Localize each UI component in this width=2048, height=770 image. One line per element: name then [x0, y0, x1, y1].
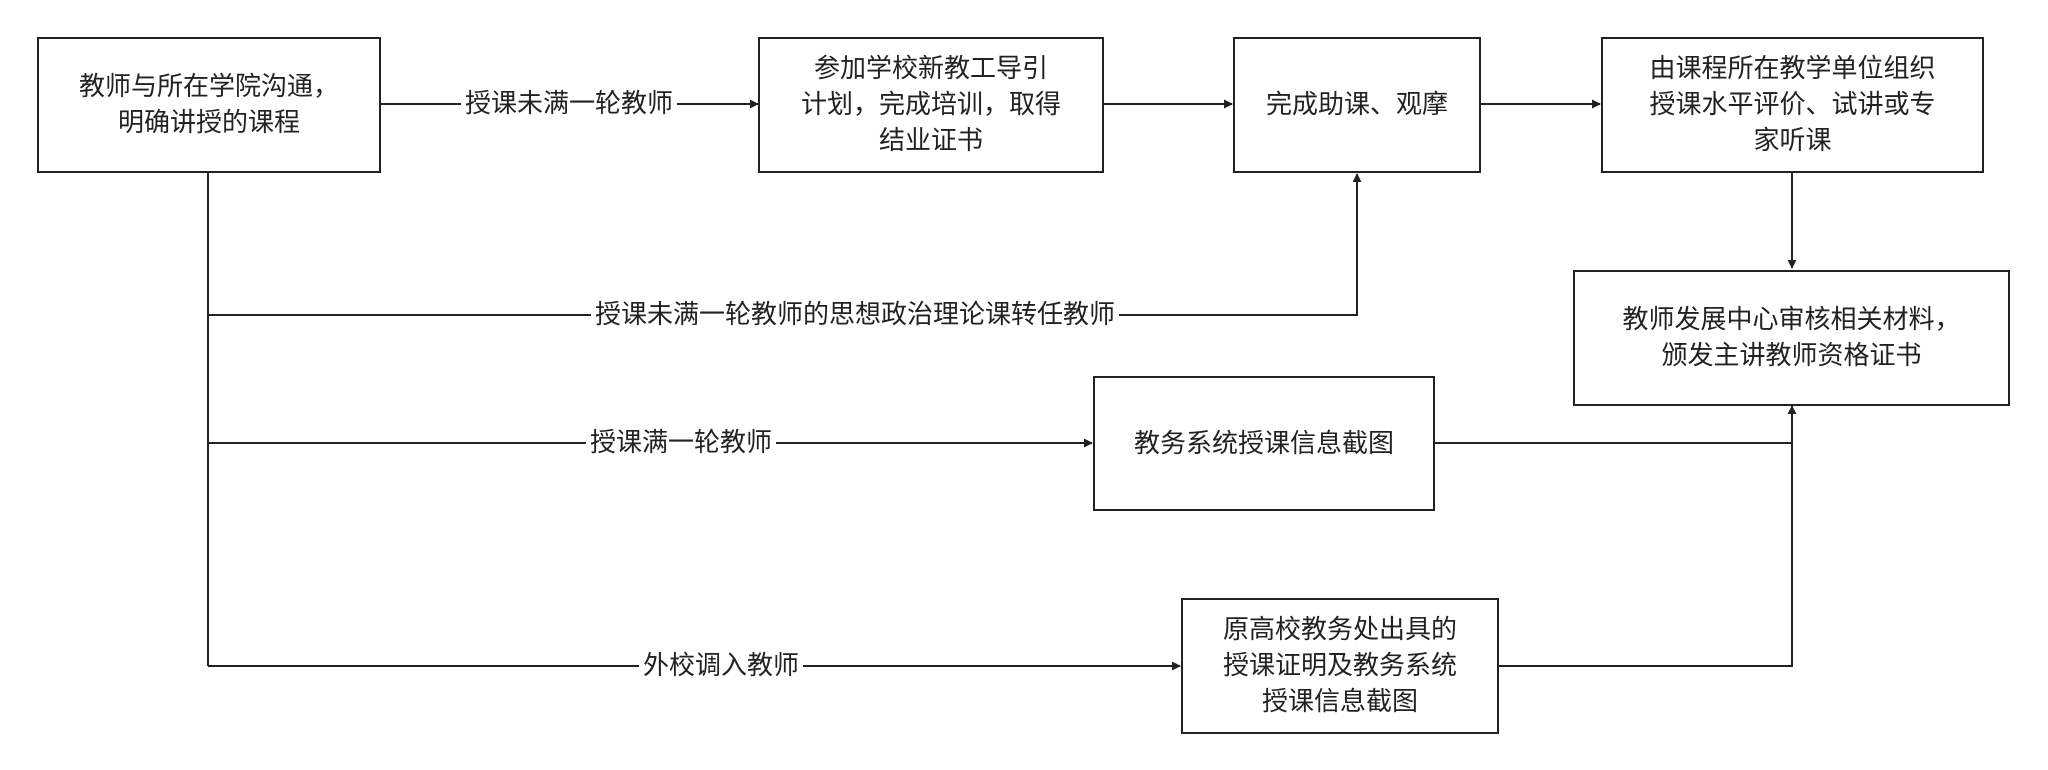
node-assist-line-1: 完成助课、观摩 — [1265, 90, 1448, 120]
edge-label-new-teacher: 授课未满一轮教师 — [460, 88, 678, 120]
edge-label-full-round: 授课满一轮教师 — [585, 427, 777, 459]
node-screenshot-line-1: 教务系统授课信息截图 — [1133, 428, 1394, 459]
node-assist: 完成助课、观摩 — [1233, 37, 1481, 173]
edge-political-to-assist — [208, 173, 1362, 316]
node-start-line-1: 教师与所在学院沟通， — [78, 72, 339, 102]
node-transfer-proof-line-2: 授课证明及教务系统 — [1222, 651, 1457, 681]
edge-proof-to-review — [1498, 405, 1797, 667]
node-transfer-proof: 原高校教务处出具的 授课证明及教务系统 授课信息截图 — [1181, 598, 1499, 734]
node-evaluation-line-2: 授课水平评价、试讲或专 — [1649, 90, 1936, 120]
node-training-line-1: 参加学校新教工导引 — [813, 54, 1048, 84]
node-evaluation-line-3: 家听课 — [1753, 126, 1832, 156]
edge-label-political-teacher: 授课未满一轮教师的思想政治理论课转任教师 — [590, 299, 1120, 331]
node-training: 参加学校新教工导引 计划，完成培训，取得 结业证书 — [758, 37, 1104, 173]
edge-label-transfer: 外校调入教师 — [638, 650, 804, 682]
node-training-line-2: 计划，完成培训，取得 — [800, 90, 1061, 120]
node-start: 教师与所在学院沟通， 明确讲授的课程 — [37, 37, 381, 173]
node-start-line-2: 明确讲授的课程 — [117, 108, 300, 138]
node-transfer-proof-line-3: 授课信息截图 — [1261, 687, 1418, 717]
node-transfer-proof-line-1: 原高校教务处出具的 — [1222, 615, 1457, 645]
node-training-line-3: 结业证书 — [878, 126, 983, 156]
node-review: 教师发展中心审核相关材料， 颁发主讲教师资格证书 — [1573, 270, 2010, 406]
node-review-line-1: 教师发展中心审核相关材料， — [1622, 305, 1961, 335]
node-screenshot: 教务系统授课信息截图 — [1093, 376, 1435, 511]
node-evaluation-line-1: 由课程所在教学单位组织 — [1649, 54, 1936, 84]
node-review-line-2: 颁发主讲教师资格证书 — [1661, 341, 1922, 371]
node-evaluation: 由课程所在教学单位组织 授课水平评价、试讲或专 家听课 — [1601, 37, 1984, 173]
